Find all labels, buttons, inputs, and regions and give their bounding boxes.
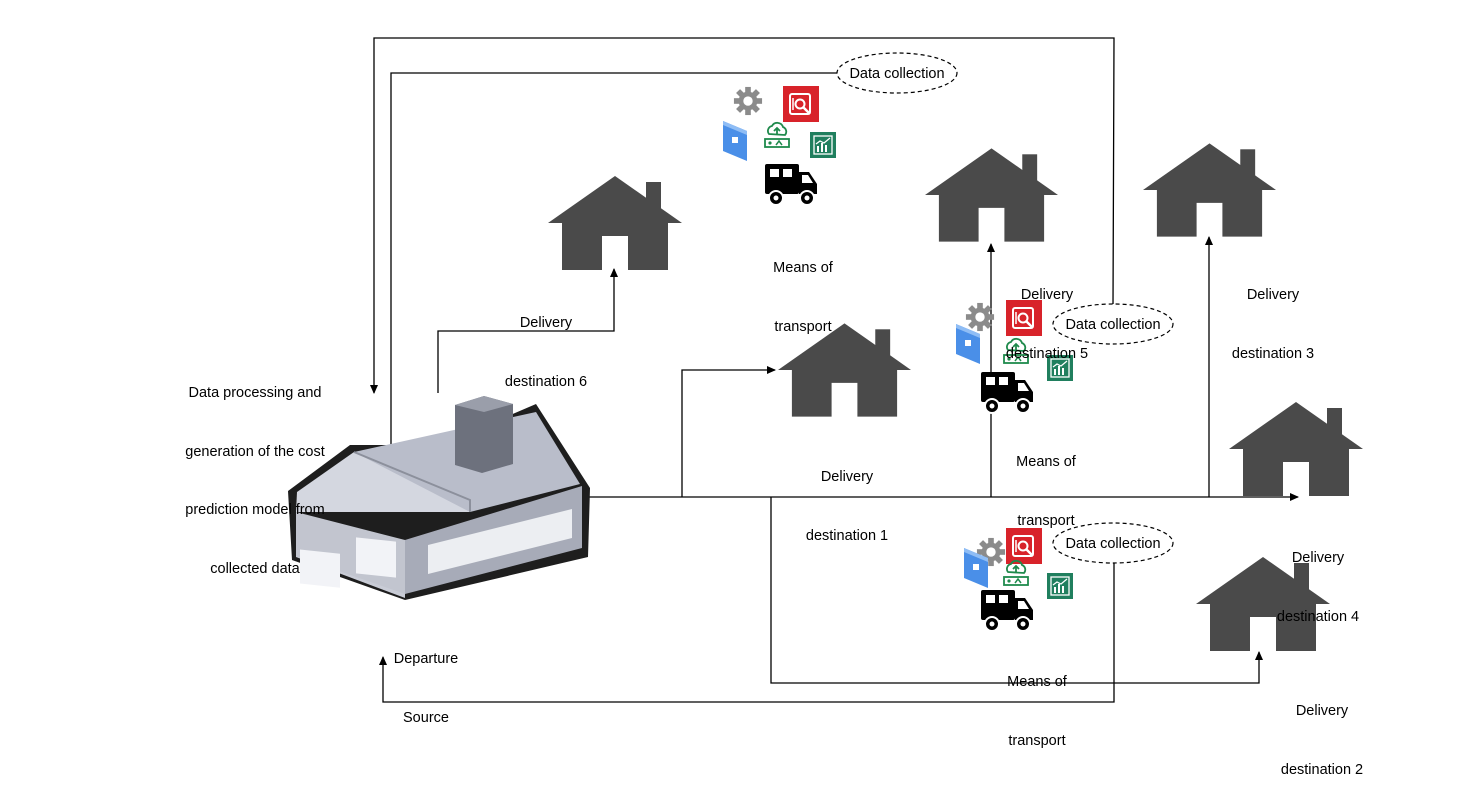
gear-icon bbox=[733, 86, 763, 116]
process-note: Data processing and generation of the co… bbox=[185, 385, 325, 577]
cloud-upload-icon bbox=[1003, 559, 1029, 586]
transport-3-label: Means of transport bbox=[1007, 674, 1067, 749]
house-icon-destination-3 bbox=[1143, 143, 1276, 237]
departure-warehouse bbox=[288, 396, 590, 600]
destination-3-label: Delivery destination 3 bbox=[1231, 287, 1315, 362]
data-collection-label: Data collection bbox=[1065, 536, 1160, 552]
data-collection-node-2: Data collection bbox=[1052, 303, 1174, 345]
data-collection-node-3: Data collection bbox=[1052, 522, 1174, 564]
vault-icon bbox=[783, 86, 819, 122]
delivery-network-diagram: Data collection Data collection Data col… bbox=[288, 37, 1363, 703]
transport-1-label: Means of transport bbox=[773, 260, 833, 335]
analytics-icon bbox=[810, 132, 836, 158]
link-to-destination-6 bbox=[437, 268, 618, 393]
link-to-destination-1 bbox=[681, 366, 776, 497]
data-collection-label: Data collection bbox=[849, 66, 944, 82]
house-icon-destination-5 bbox=[925, 148, 1058, 242]
data-collection-label: Data collection bbox=[1065, 317, 1160, 333]
connection-lines bbox=[370, 37, 1299, 703]
truck-icon bbox=[980, 589, 1034, 632]
departure-source-label: Departure Source bbox=[393, 651, 459, 726]
destination-6-label: Delivery destination 6 bbox=[504, 315, 588, 390]
feedback-loop-bottom bbox=[379, 563, 1115, 703]
house-icon-destination-4 bbox=[1229, 402, 1363, 496]
cloud-upload-icon bbox=[764, 121, 790, 148]
warehouse-chimney bbox=[455, 396, 513, 473]
transport-cluster-1 bbox=[723, 86, 836, 206]
feedback-loop-outer bbox=[370, 37, 1115, 394]
transport-2-label: Means of transport bbox=[1016, 454, 1076, 529]
house-icon-destination-6 bbox=[548, 176, 682, 270]
warehouse-window bbox=[356, 537, 396, 578]
destination-4-label: Delivery destination 4 bbox=[1276, 550, 1360, 625]
destination-2-label: Delivery destination 2 bbox=[1280, 703, 1364, 778]
storage-icon bbox=[723, 121, 747, 161]
destination-1-label: Delivery destination 1 bbox=[805, 469, 889, 544]
link-to-destination-2 bbox=[770, 497, 1263, 684]
destination-5-label: Delivery destination 5 bbox=[1005, 287, 1089, 362]
data-collection-node-1: Data collection bbox=[836, 52, 958, 94]
truck-icon bbox=[764, 163, 818, 206]
analytics-icon bbox=[1047, 573, 1073, 599]
warehouse-window bbox=[300, 549, 340, 588]
